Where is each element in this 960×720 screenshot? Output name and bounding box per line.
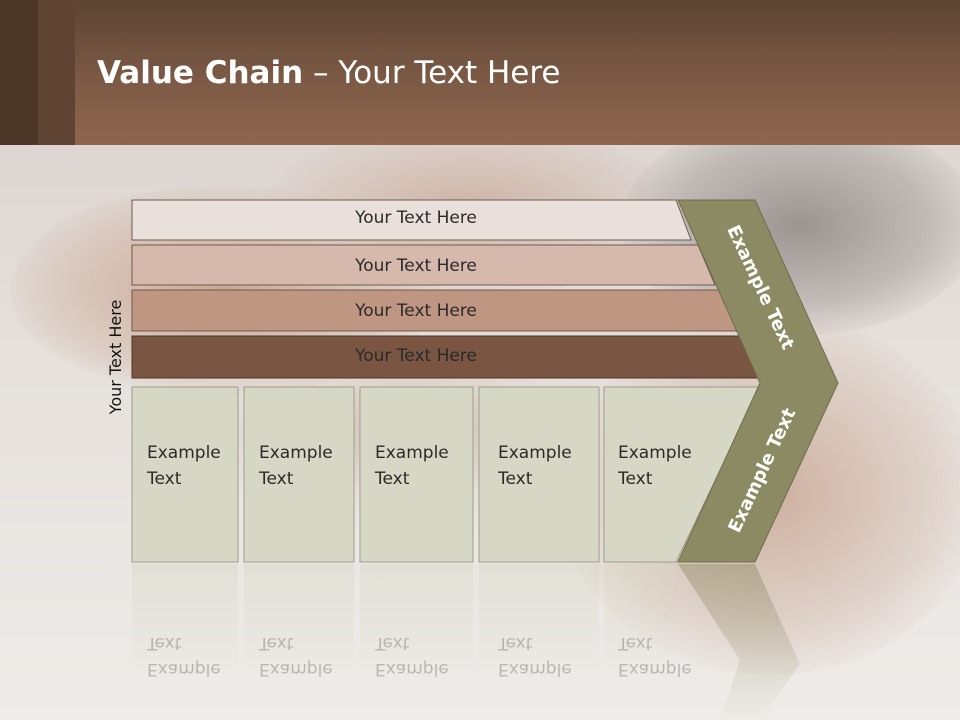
box-label-line1: Example <box>147 443 221 463</box>
primary-box-3 <box>359 386 474 563</box>
bar-label-4: Your Text Here <box>355 346 477 366</box>
box-reflection <box>479 564 599 674</box>
margin-chevron-reflection <box>678 564 800 720</box>
box-label-line2: Text <box>147 469 182 489</box>
bar-label-3: Your Text Here <box>355 301 477 321</box>
reflection-line2: Text <box>375 633 410 653</box>
header-accent-strip <box>0 0 38 145</box>
slide-title: Value Chain – Your Text Here <box>97 55 560 91</box>
box-label-reflection: Example Text <box>498 630 572 682</box>
primary-box-5 <box>603 386 761 563</box>
reflection-line2: Text <box>498 633 533 653</box>
header-accent-strip <box>38 0 75 145</box>
title-bar: Value Chain – Your Text Here <box>0 0 960 145</box>
bar-label-2: Your Text Here <box>355 256 477 276</box>
box-label-reflection: Example Text <box>259 630 333 682</box>
box-reflection <box>132 564 238 674</box>
box-label-line1: Example <box>259 443 333 463</box>
box-label-2: Example Text <box>259 440 333 492</box>
slide-title-bold: Value Chain <box>97 55 304 91</box>
primary-box-4 <box>478 386 600 563</box>
box-label-line1: Example <box>618 443 692 463</box>
box-label-line2: Text <box>259 469 294 489</box>
margin-chevron <box>677 199 839 563</box>
reflection-line2: Text <box>147 633 182 653</box>
reflection-line2: Text <box>618 633 653 653</box>
box-label-3: Example Text <box>375 440 449 492</box>
reflection-line1: Example <box>147 659 221 679</box>
box-reflection <box>360 564 473 674</box>
side-label: Your Text Here <box>106 292 125 422</box>
reflection-line1: Example <box>498 659 572 679</box>
box-label-reflection: Example Text <box>375 630 449 682</box>
reflection-line1: Example <box>618 659 692 679</box>
side-label-text: Your Text Here <box>106 299 125 415</box>
primary-box-2 <box>243 386 355 563</box>
primary-box-1 <box>131 386 239 563</box>
box-label-reflection: Example Text <box>147 630 221 682</box>
reflection-line1: Example <box>375 659 449 679</box>
box-reflection <box>244 564 354 674</box>
bar-label-1: Your Text Here <box>355 208 477 228</box>
slide-title-rest: – Your Text Here <box>303 55 561 91</box>
box-label-line1: Example <box>375 443 449 463</box>
box-label-line1: Example <box>498 443 572 463</box>
box-label-1: Example Text <box>147 440 221 492</box>
reflection-line1: Example <box>259 659 333 679</box>
box-label-reflection: Example Text <box>618 630 692 682</box>
box-reflection <box>604 564 674 674</box>
box-label-line2: Text <box>375 469 410 489</box>
box-label-5: Example Text <box>618 440 692 492</box>
box-label-4: Example Text <box>498 440 572 492</box>
box-label-line2: Text <box>498 469 533 489</box>
support-bar-1 <box>131 199 692 241</box>
reflection-line2: Text <box>259 633 294 653</box>
box-label-line2: Text <box>618 469 653 489</box>
support-bar-2 <box>131 244 716 286</box>
